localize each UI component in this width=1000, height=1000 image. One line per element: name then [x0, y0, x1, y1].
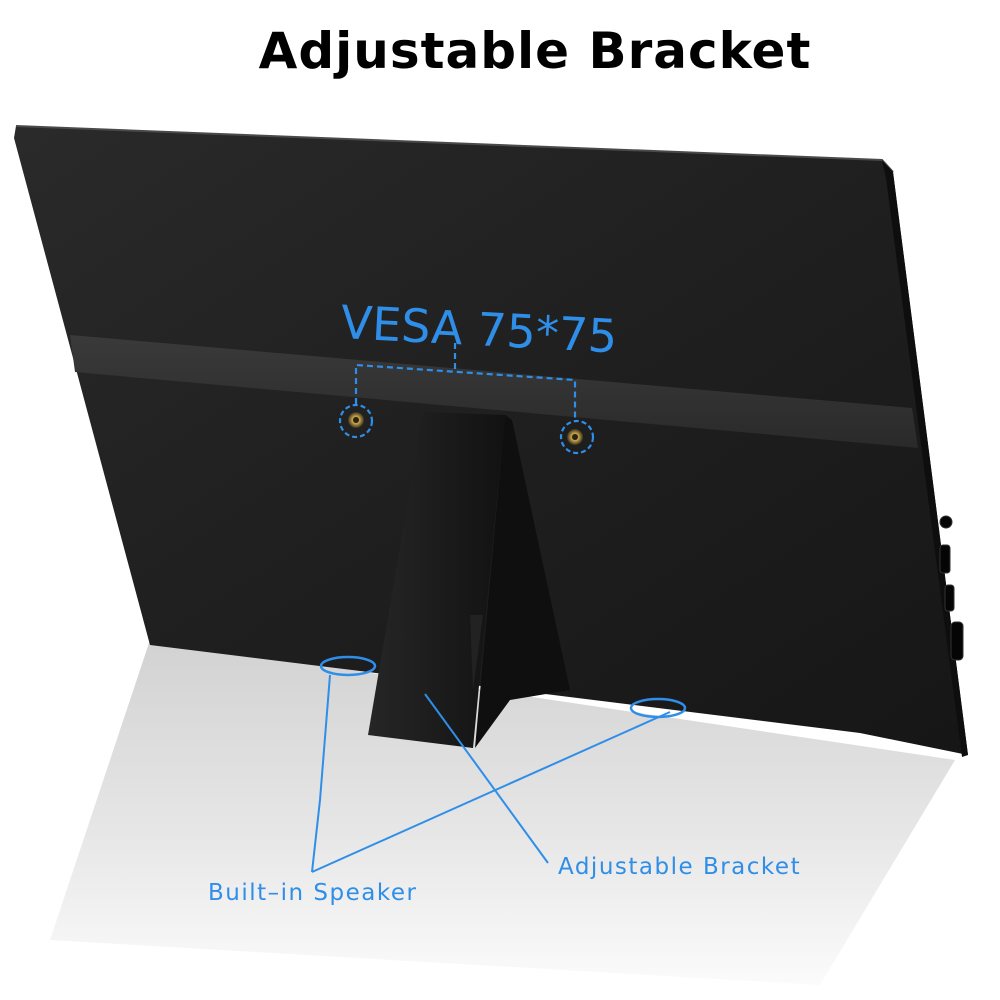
floor-shadow	[50, 640, 955, 985]
side-ports	[939, 515, 964, 661]
bracket-label: Adjustable Bracket	[558, 854, 801, 880]
adjustable-stand	[368, 412, 505, 748]
vesa-dimension-lines	[354, 343, 577, 421]
speaker-marker-left	[319, 655, 377, 677]
vesa-screw-left	[338, 403, 374, 439]
vesa-screw-right	[559, 419, 595, 455]
vesa-band	[70, 335, 918, 448]
page-title: Adjustable Bracket	[258, 22, 812, 80]
speaker-label: Built–in Speaker	[208, 880, 417, 906]
callout-lines	[311, 674, 671, 873]
